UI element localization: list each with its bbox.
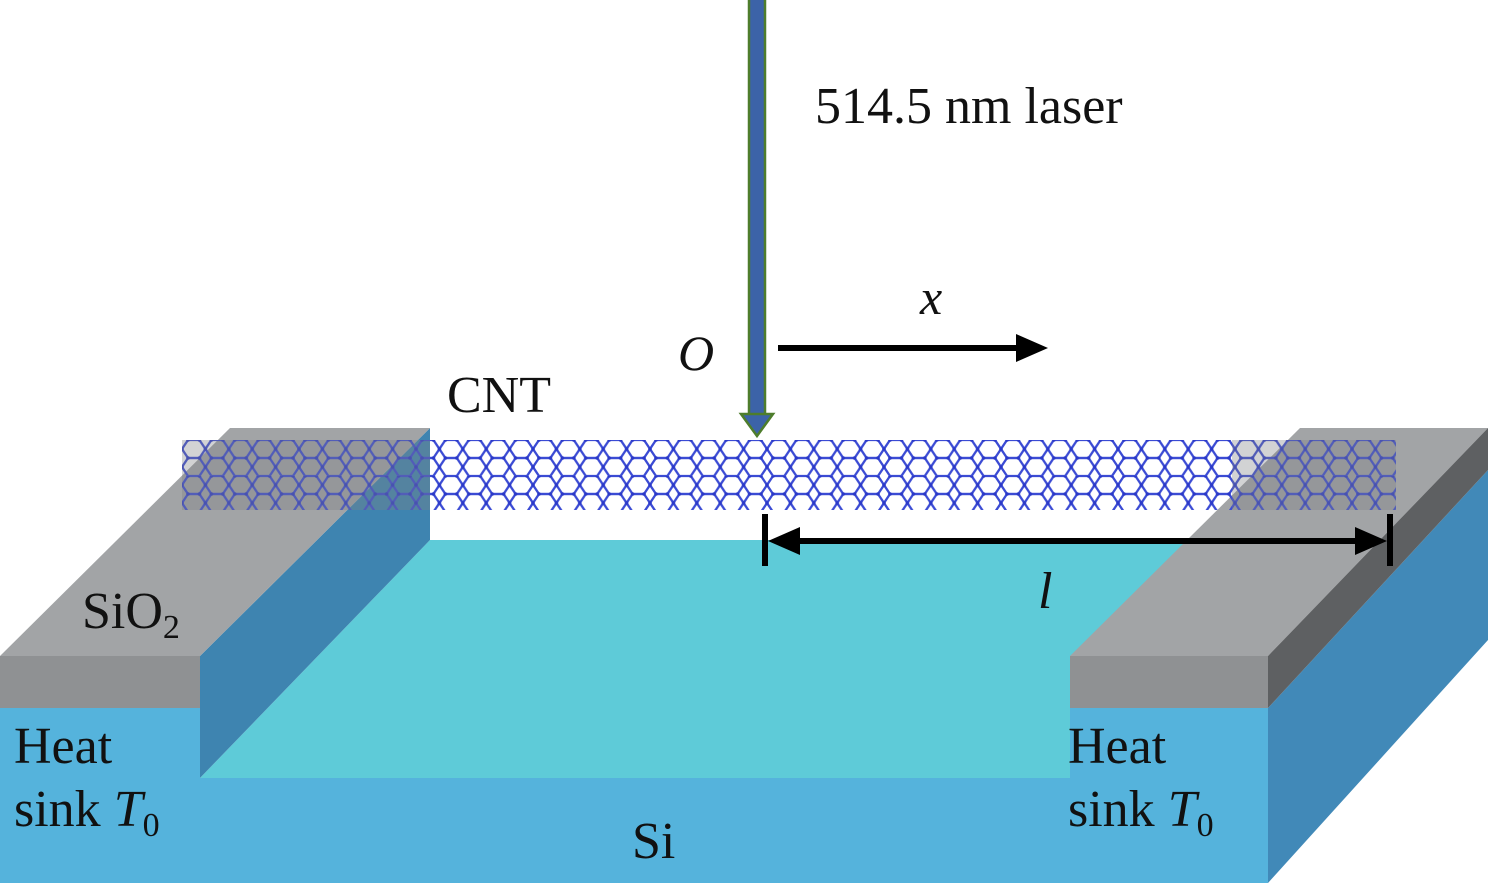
cnt-right-shadow [1232, 440, 1396, 510]
si-trench-floor [200, 540, 1290, 778]
si-front-face [0, 708, 1268, 883]
right-pad-front [1070, 656, 1268, 708]
right-heat-sink-line1: Heat [1068, 718, 1167, 775]
left-heat-sink-line2: sink T0 [14, 781, 160, 844]
x-axis-label: x [919, 269, 942, 325]
left-pad-inner-side [200, 428, 430, 778]
laser-shaft [747, 0, 767, 418]
laser-beam [738, 0, 776, 439]
carbon-nanotube [182, 440, 1396, 510]
right-heat-sink-line2: sink T0 [1068, 781, 1214, 844]
oxide-subscript: 2 [163, 609, 180, 646]
cnt-label: CNT [447, 367, 551, 424]
si-right-side-face [1268, 470, 1488, 883]
left-heat-sink-line1: Heat [14, 718, 113, 775]
x-axis-arrow [778, 334, 1048, 362]
oxide-label: SiO2 [82, 583, 180, 646]
si-substrate [0, 470, 1488, 883]
origin-label: O [678, 325, 714, 381]
right-pad-side [1268, 428, 1488, 708]
laser-label: 514.5 nm laser [815, 78, 1123, 135]
substrate-label: Si [632, 813, 675, 870]
length-label: l [1038, 563, 1052, 620]
cnt-left-shadow [182, 440, 430, 510]
left-pad-front [0, 656, 200, 708]
cnt-lattice [182, 440, 1396, 510]
laser-arrowhead [738, 412, 776, 439]
length-dimension [762, 514, 1393, 566]
